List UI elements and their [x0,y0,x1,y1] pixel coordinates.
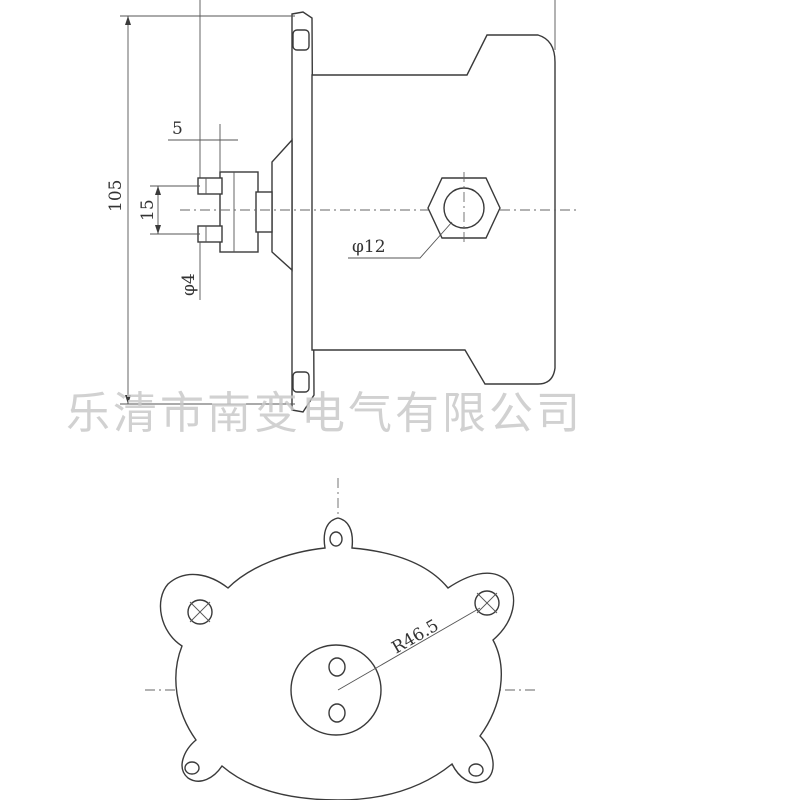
radius-leader [337,607,481,691]
offset-dimension-label: 5 [172,119,183,139]
connector-block [219,171,259,253]
flange-plate [291,11,315,413]
side-view: φ12 105 5 15 φ4 [106,0,580,413]
nut-diameter-label: φ12 [352,237,386,257]
bottom-right-hole [468,763,484,777]
pin-diameter-label: φ4 [179,273,199,296]
front-view: R46.5 [145,478,535,800]
boss-cone [271,138,293,272]
company-watermark: 乐清市南变电气有限公司 [66,388,583,439]
pitch-dimension-label: 15 [138,199,158,221]
flange-top-tab [292,29,310,51]
nut-diameter-leader [348,221,453,259]
bottom-left-hole [184,761,200,775]
lower-terminal-hole [328,703,346,723]
right-bolt-hole [474,590,500,616]
left-bolt-hole [187,599,213,625]
lower-terminal-pin [197,225,223,243]
upper-terminal-hole [328,657,346,677]
central-boss [290,644,382,736]
flange-bottom-tab [292,371,310,393]
connector-collar [255,191,273,233]
top-tab-hole [329,531,343,547]
upper-terminal-pin [197,177,223,195]
height-dimension-label: 105 [106,180,126,212]
